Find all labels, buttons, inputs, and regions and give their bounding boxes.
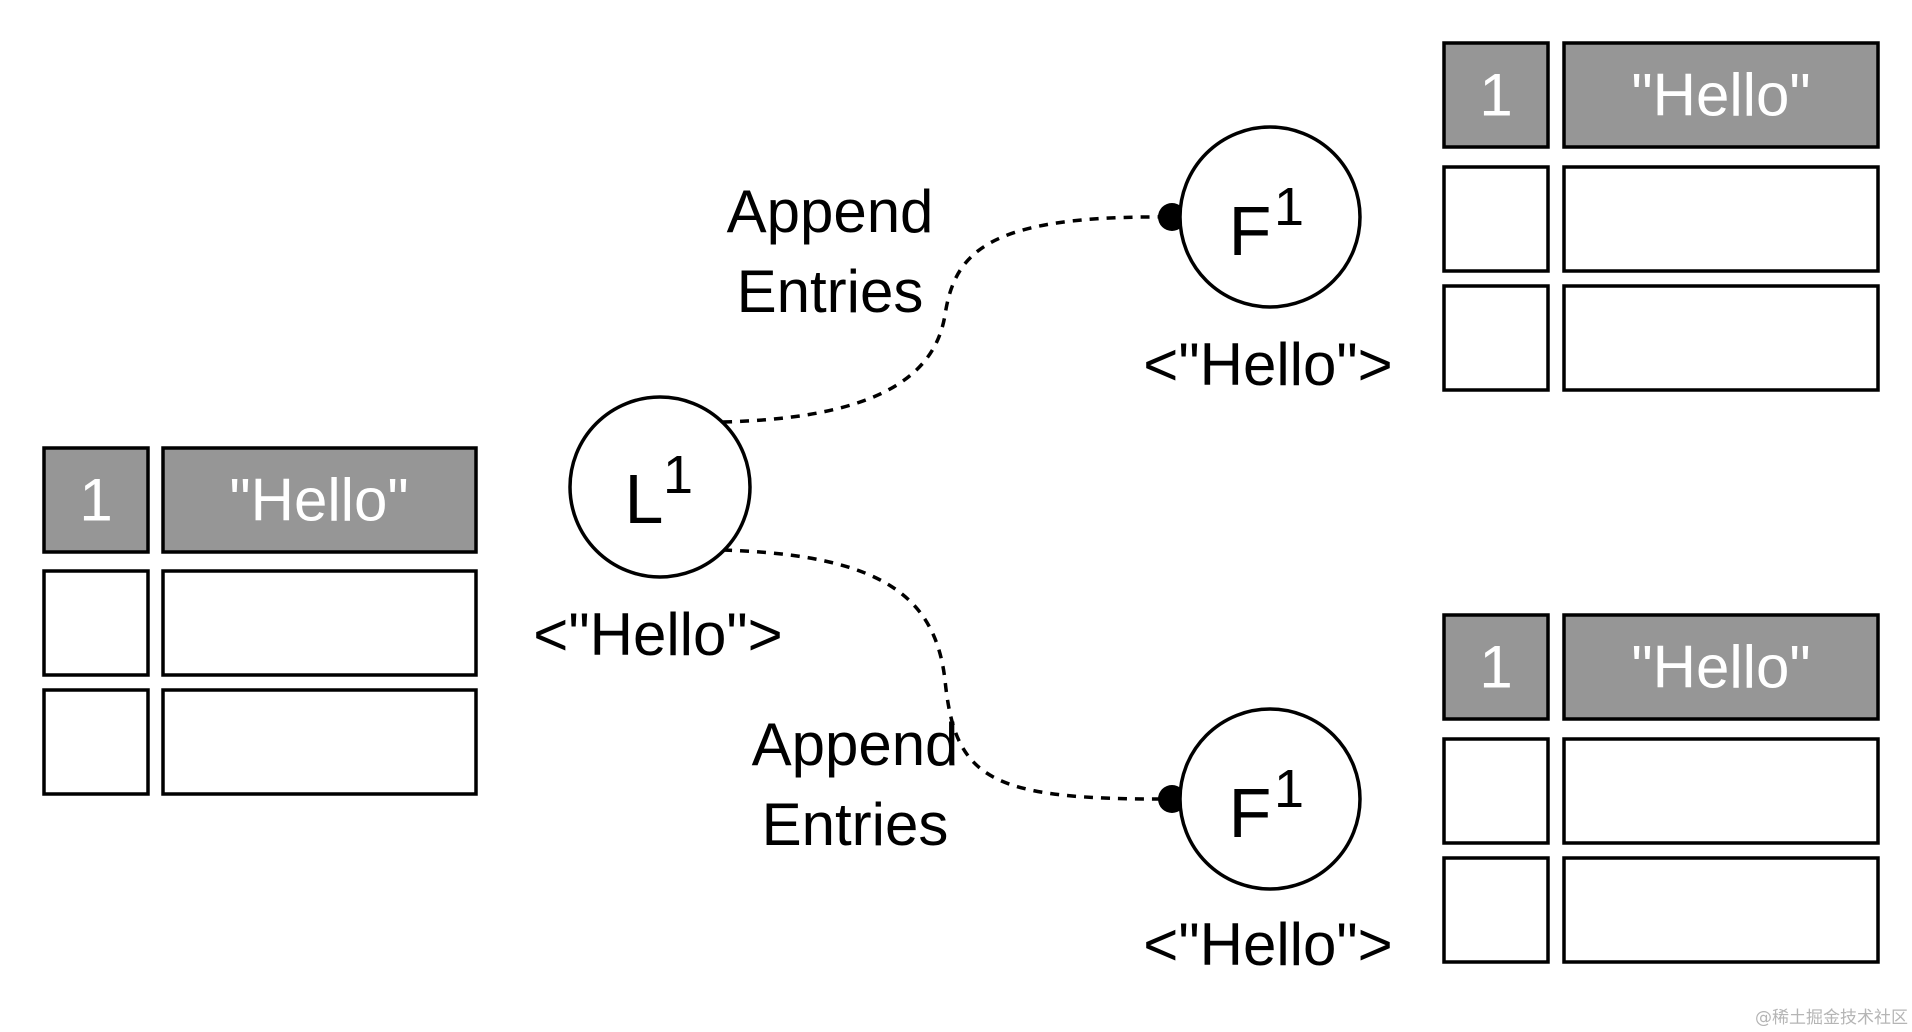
follower-top-log: 1 "Hello" bbox=[1442, 41, 1880, 392]
follower-bottom-log: 1 "Hello" bbox=[1442, 613, 1880, 964]
leader-log-row-2-index-cell bbox=[42, 569, 150, 677]
follower-top-log-row-3-command-cell bbox=[1562, 284, 1880, 392]
follower-bottom-node-term: 1 bbox=[1274, 759, 1304, 819]
follower-bottom-log-row-3-command-cell bbox=[1562, 856, 1880, 964]
leader-node-circle bbox=[568, 395, 752, 579]
follower-bottom-log-row-1-command-cell bbox=[1562, 613, 1880, 721]
edge-bottom-label-line-1: Append bbox=[752, 711, 959, 778]
follower-bottom-log-row-1-index-cell bbox=[1442, 613, 1550, 721]
follower-bottom-log-row-2-command-cell bbox=[1562, 737, 1880, 845]
leader-log-row-2-command-cell bbox=[161, 569, 478, 677]
watermark: @稀土掘金技术社区 bbox=[1755, 1008, 1908, 1028]
follower-top-log-row-2-index-cell bbox=[1442, 165, 1550, 273]
follower-top-node: F 1 bbox=[1178, 125, 1362, 309]
follower-top-log-row-1-command-cell bbox=[1562, 41, 1880, 149]
leader-log-row-3-command-cell bbox=[161, 688, 478, 796]
follower-bottom-node-letter: F bbox=[1229, 774, 1272, 852]
leader-log: 1 "Hello" bbox=[42, 446, 478, 796]
edge-top-label-line-2: Entries bbox=[737, 258, 924, 325]
leader-node-term: 1 bbox=[663, 445, 693, 505]
follower-bottom-log-row-1-index: 1 bbox=[1479, 634, 1512, 701]
append-entries-edge-top bbox=[722, 215, 1173, 424]
edge-bottom-label-line-2: Entries bbox=[762, 791, 949, 858]
follower-bottom-state: <"Hello"> bbox=[1143, 911, 1392, 978]
follower-top-state: <"Hello"> bbox=[1143, 331, 1392, 398]
leader-log-row-1-index: 1 bbox=[79, 467, 112, 534]
append-entries-edge-bottom bbox=[722, 548, 1173, 801]
follower-top-log-row-1-command: "Hello" bbox=[1631, 62, 1810, 129]
edge-top-label-line-1: Append bbox=[727, 178, 934, 245]
leader-log-row-1-command-cell bbox=[161, 446, 478, 554]
follower-top-log-row-1-index-cell bbox=[1442, 41, 1550, 149]
follower-top-node-circle bbox=[1178, 125, 1362, 309]
follower-bottom-log-row-1-command: "Hello" bbox=[1631, 634, 1810, 701]
follower-top-node-term: 1 bbox=[1274, 177, 1304, 237]
follower-bottom-node: F 1 bbox=[1178, 707, 1362, 891]
leader-log-row-1-command: "Hello" bbox=[229, 467, 408, 534]
leader-node: L 1 bbox=[568, 395, 752, 579]
follower-bottom-node-circle bbox=[1178, 707, 1362, 891]
follower-bottom-log-row-2-index-cell bbox=[1442, 737, 1550, 845]
follower-top-log-row-2-command-cell bbox=[1562, 165, 1880, 273]
follower-top-log-row-3-index-cell bbox=[1442, 284, 1550, 392]
follower-bottom-log-row-3-index-cell bbox=[1442, 856, 1550, 964]
leader-node-letter: L bbox=[625, 460, 664, 538]
follower-top-node-letter: F bbox=[1229, 192, 1272, 270]
follower-top-log-row-1-index: 1 bbox=[1479, 62, 1512, 129]
leader-log-row-3-index-cell bbox=[42, 688, 150, 796]
leader-state: <"Hello"> bbox=[533, 601, 782, 668]
leader-log-row-1-index-cell bbox=[42, 446, 150, 554]
